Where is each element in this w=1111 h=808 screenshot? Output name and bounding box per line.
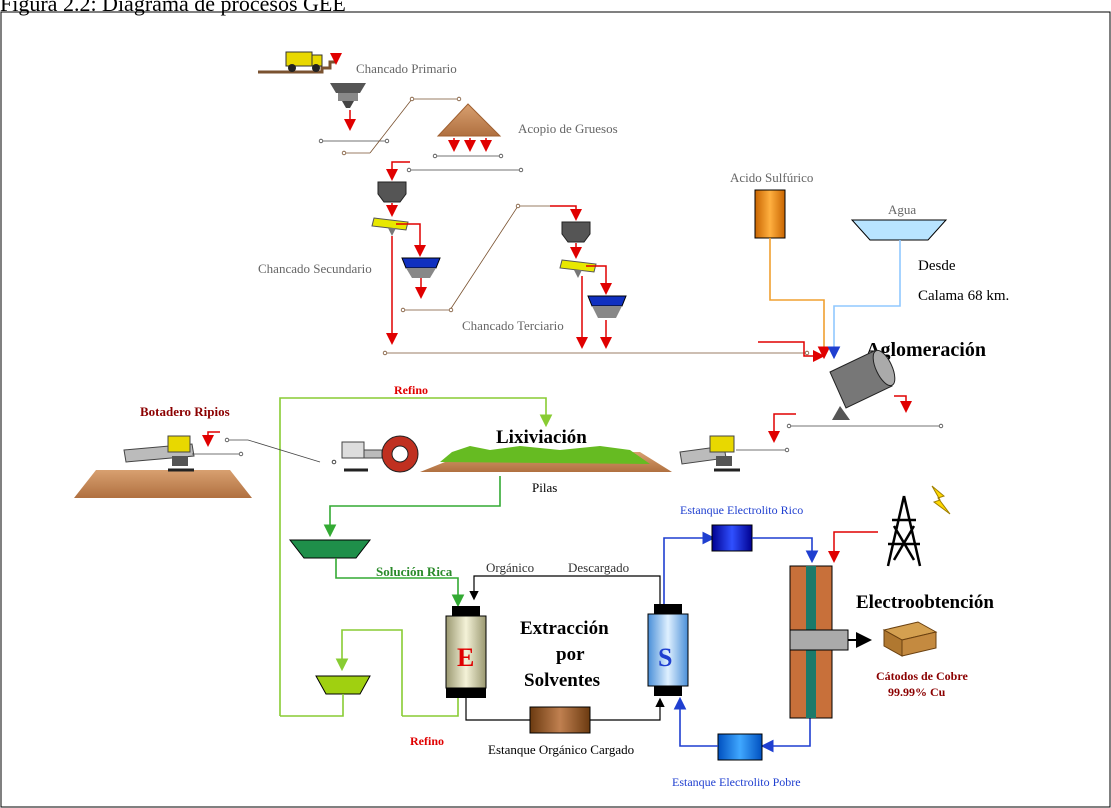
label-acido: Acido Sulfúrico — [730, 170, 813, 185]
acid-line — [769, 238, 831, 360]
s-to-rich-line — [663, 531, 716, 604]
copper-cathodes-icon — [882, 621, 938, 657]
label-extraccion-2: por — [556, 644, 585, 665]
label-estanque-rico: Estanque Electrolito Rico — [680, 503, 803, 517]
label-estanque-organico: Estanque Orgánico Cargado — [488, 742, 634, 757]
poor-electrolyte-tank-icon — [717, 733, 763, 761]
screen-icon-2 — [559, 259, 597, 278]
label-descargado: Descargado — [568, 560, 629, 575]
pls-to-e-line — [335, 558, 465, 608]
diagram-frame — [0, 11, 1111, 808]
arrow-aglo-out — [894, 395, 912, 413]
label-aglomeracion: Aglomeración — [866, 339, 986, 361]
loaded-organic-tank-icon — [529, 706, 591, 734]
label-organico: Orgánico — [486, 560, 534, 575]
refino-from-e — [402, 698, 459, 717]
stockpile-arrows — [448, 138, 492, 152]
arrow-to-tertiary — [550, 205, 582, 221]
agglomeration-drum-icon — [829, 349, 896, 420]
pls-pond-icon — [288, 539, 372, 559]
label-refino-bottom: Refino — [410, 734, 444, 748]
ew-to-poor-line — [760, 716, 811, 753]
pls-line — [323, 476, 501, 538]
organico-descargado-line — [469, 575, 661, 604]
arrow-to-agglomeration — [758, 341, 825, 362]
label-catodos: Cátodos de Cobre — [876, 669, 968, 683]
conveyor-3 — [389, 153, 524, 173]
label-extraccion-3: Solventes — [524, 670, 600, 691]
tank-s-letter: S — [658, 643, 672, 672]
label-solucion-rica: Solución Rica — [376, 564, 453, 579]
heap-grass — [440, 446, 650, 464]
power-line — [828, 531, 878, 563]
truck-icon — [258, 51, 336, 74]
water-tank-icon — [850, 219, 948, 241]
label-agua: Agua — [888, 202, 916, 217]
refino-return-line — [279, 397, 553, 716]
label-calama: Calama 68 km. — [918, 288, 1009, 304]
tertiary-cone-icon — [587, 295, 627, 318]
conveyor-4 — [400, 203, 555, 313]
lightning-icon — [931, 485, 951, 515]
label-chancado-primario: Chancado Primario — [356, 61, 457, 76]
stripping-tank-s — [647, 604, 689, 696]
label-lixiviacion: Lixiviación — [496, 427, 587, 448]
conveyor-aglo — [786, 423, 944, 429]
main-conveyor — [382, 350, 810, 356]
screen-icon-1 — [371, 217, 409, 236]
electrowinning-cells-icon — [789, 565, 849, 719]
label-acopio: Acopio de Gruesos — [518, 121, 618, 136]
conveyor-1 — [318, 138, 390, 144]
water-line — [827, 240, 901, 360]
poor-to-s-line — [673, 696, 718, 747]
tertiary-bin-icon — [561, 221, 591, 243]
acid-tank-icon — [754, 189, 786, 239]
refino-pond-icon — [315, 675, 371, 695]
label-botadero: Botadero Ripios — [140, 404, 230, 419]
conveyor-botadero — [192, 437, 321, 463]
tank-e-letter: E — [457, 643, 474, 672]
conveyor-stacker — [736, 447, 790, 453]
secondary-cone-icon — [401, 257, 441, 278]
waste-pile-icon — [74, 470, 252, 498]
spreader-icon-left — [123, 435, 195, 472]
label-chancado-secundario: Chancado Secundario — [258, 261, 372, 276]
label-electroobtencion: Electroobtención — [856, 592, 994, 613]
refino-pond-out — [280, 694, 344, 717]
rich-to-ew-line — [752, 537, 819, 564]
conveyor-2 — [341, 96, 462, 156]
arrow-sec-2 — [396, 223, 426, 257]
extraction-tank-e — [445, 606, 487, 698]
reclaimer-icon — [341, 435, 419, 473]
secondary-bin-icon — [377, 181, 407, 203]
conveyor-end — [331, 459, 337, 465]
power-tower-icon — [886, 495, 922, 567]
arrow-to-secondary — [386, 161, 410, 181]
label-desde: Desde — [918, 258, 956, 274]
primary-crusher-icon — [330, 83, 366, 108]
arrow-ter-2 — [586, 265, 612, 295]
label-refino-top: Refino — [394, 383, 428, 397]
refino-to-pond — [335, 629, 403, 716]
label-pureza: 99.99% Cu — [888, 685, 946, 699]
arrow-botadero — [202, 431, 220, 447]
label-pilas: Pilas — [532, 480, 557, 495]
spreader-icon-right — [679, 435, 740, 472]
stockpile-icon — [436, 103, 502, 137]
label-chancado-terciario: Chancado Terciario — [462, 318, 564, 333]
label-extraccion-1: Extracción — [520, 618, 609, 639]
rich-electrolyte-tank-icon — [711, 524, 753, 552]
label-estanque-pobre: Estanque Electrolito Pobre — [672, 775, 801, 789]
arrow-to-stacker — [768, 413, 796, 443]
